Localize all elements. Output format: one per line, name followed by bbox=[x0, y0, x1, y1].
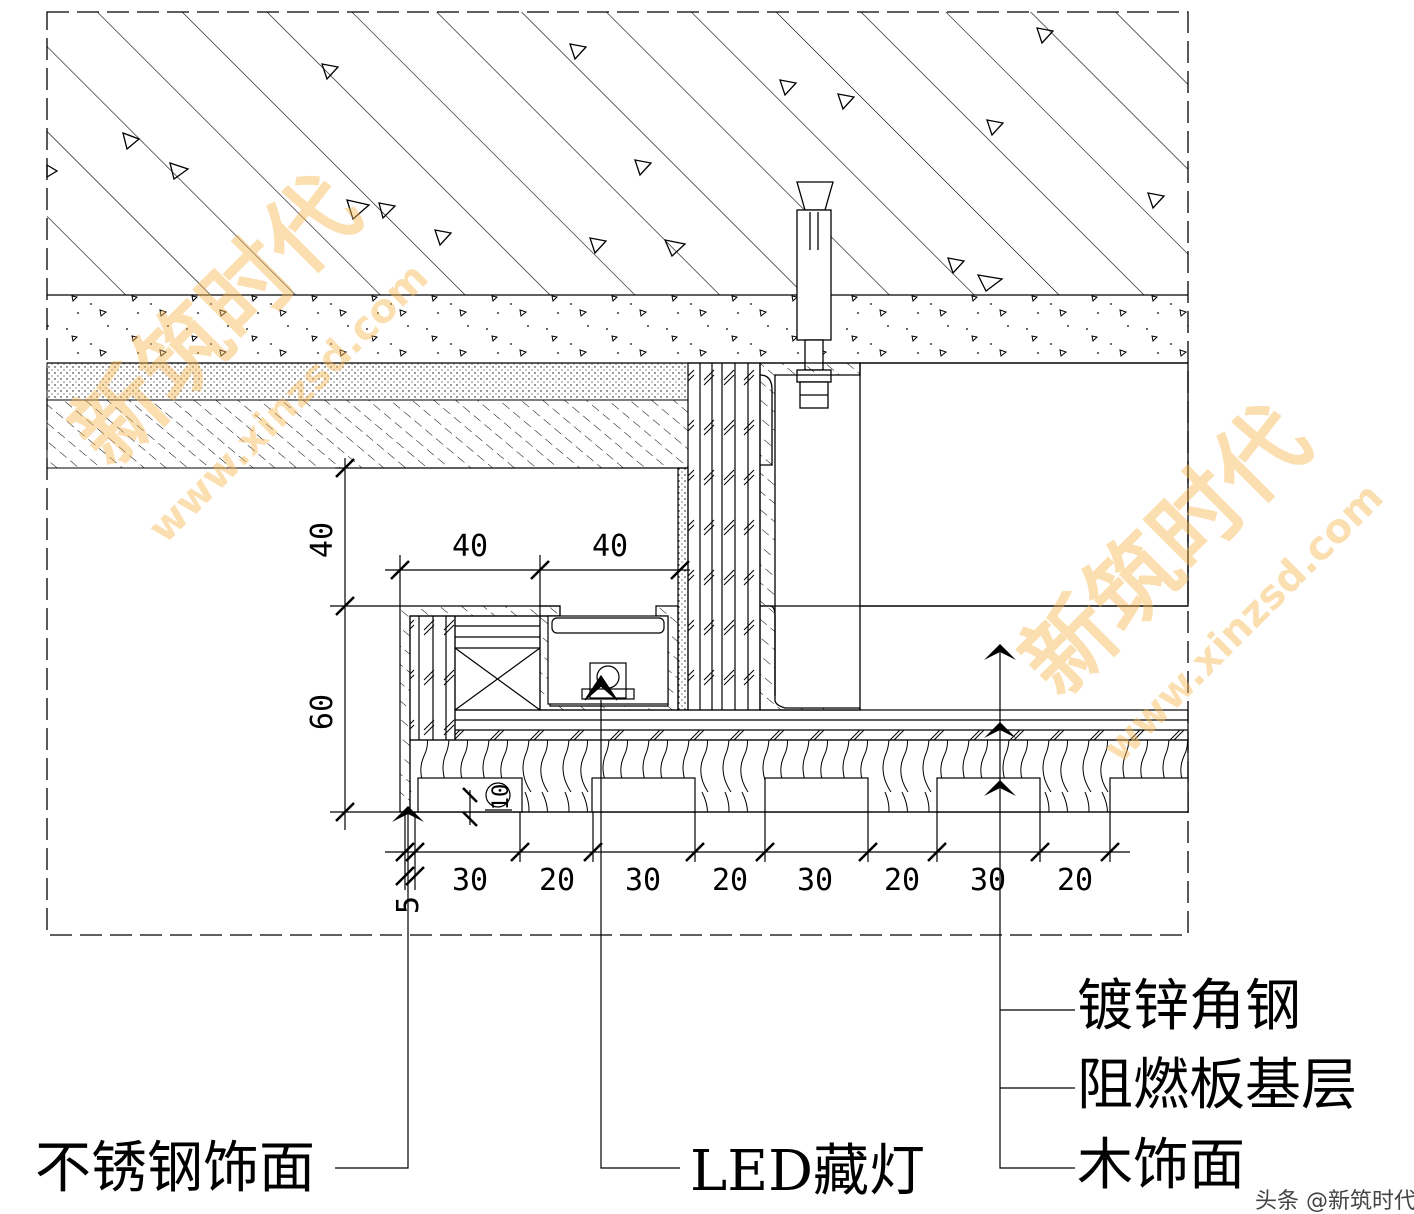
label-stainless-facing: 不锈钢饰面 bbox=[35, 1136, 315, 1201]
galvanized-angle-steel bbox=[759, 362, 1189, 711]
dim-bottom: 20 bbox=[1057, 863, 1093, 898]
label-led-light: LED藏灯 bbox=[690, 1139, 925, 1204]
dim-top-1: 40 bbox=[452, 529, 488, 564]
dimension-texts: 40 60 40 40 5 30 20 30 20 30 20 30 20 10 bbox=[305, 522, 1093, 914]
dim-bottom: 30 bbox=[797, 863, 833, 898]
label-galvanized-angle: 镀锌角钢 bbox=[1077, 974, 1301, 1039]
dim-bottom: 20 bbox=[712, 863, 748, 898]
label-wood-facing: 木饰面 bbox=[1077, 1133, 1245, 1198]
dim-circle: 10 bbox=[489, 784, 514, 811]
screed-layer bbox=[47, 295, 1188, 363]
dim-bottom: 20 bbox=[539, 863, 575, 898]
dim-top-2: 40 bbox=[592, 529, 628, 564]
expansion-bolt bbox=[796, 181, 834, 409]
led-light-icon bbox=[581, 662, 635, 701]
label-fire-board: 阻燃板基层 bbox=[1077, 1053, 1357, 1118]
wood-keel bbox=[454, 615, 541, 711]
dim-bottom: 30 bbox=[452, 863, 488, 898]
dimension-lines bbox=[330, 458, 1130, 890]
led-channel bbox=[539, 605, 679, 711]
watermark-credit: 头条 @新筑时代 bbox=[1255, 1189, 1414, 1214]
wood-facing-layer bbox=[405, 739, 1189, 813]
leader-arrows bbox=[392, 644, 1016, 822]
dim-bottom: 20 bbox=[884, 863, 920, 898]
fire-retardant-board bbox=[454, 709, 1189, 741]
vertical-board-stack bbox=[677, 362, 761, 711]
svg-text:新筑时代: 新筑时代 bbox=[1001, 387, 1330, 716]
board-layer bbox=[46, 399, 689, 469]
dim-vertical-60: 60 bbox=[305, 694, 340, 730]
leader-lines bbox=[335, 650, 1075, 1169]
dim-bottom: 30 bbox=[970, 863, 1006, 898]
dim-vertical-40: 40 bbox=[305, 522, 340, 558]
dim-bottom: 30 bbox=[625, 863, 661, 898]
